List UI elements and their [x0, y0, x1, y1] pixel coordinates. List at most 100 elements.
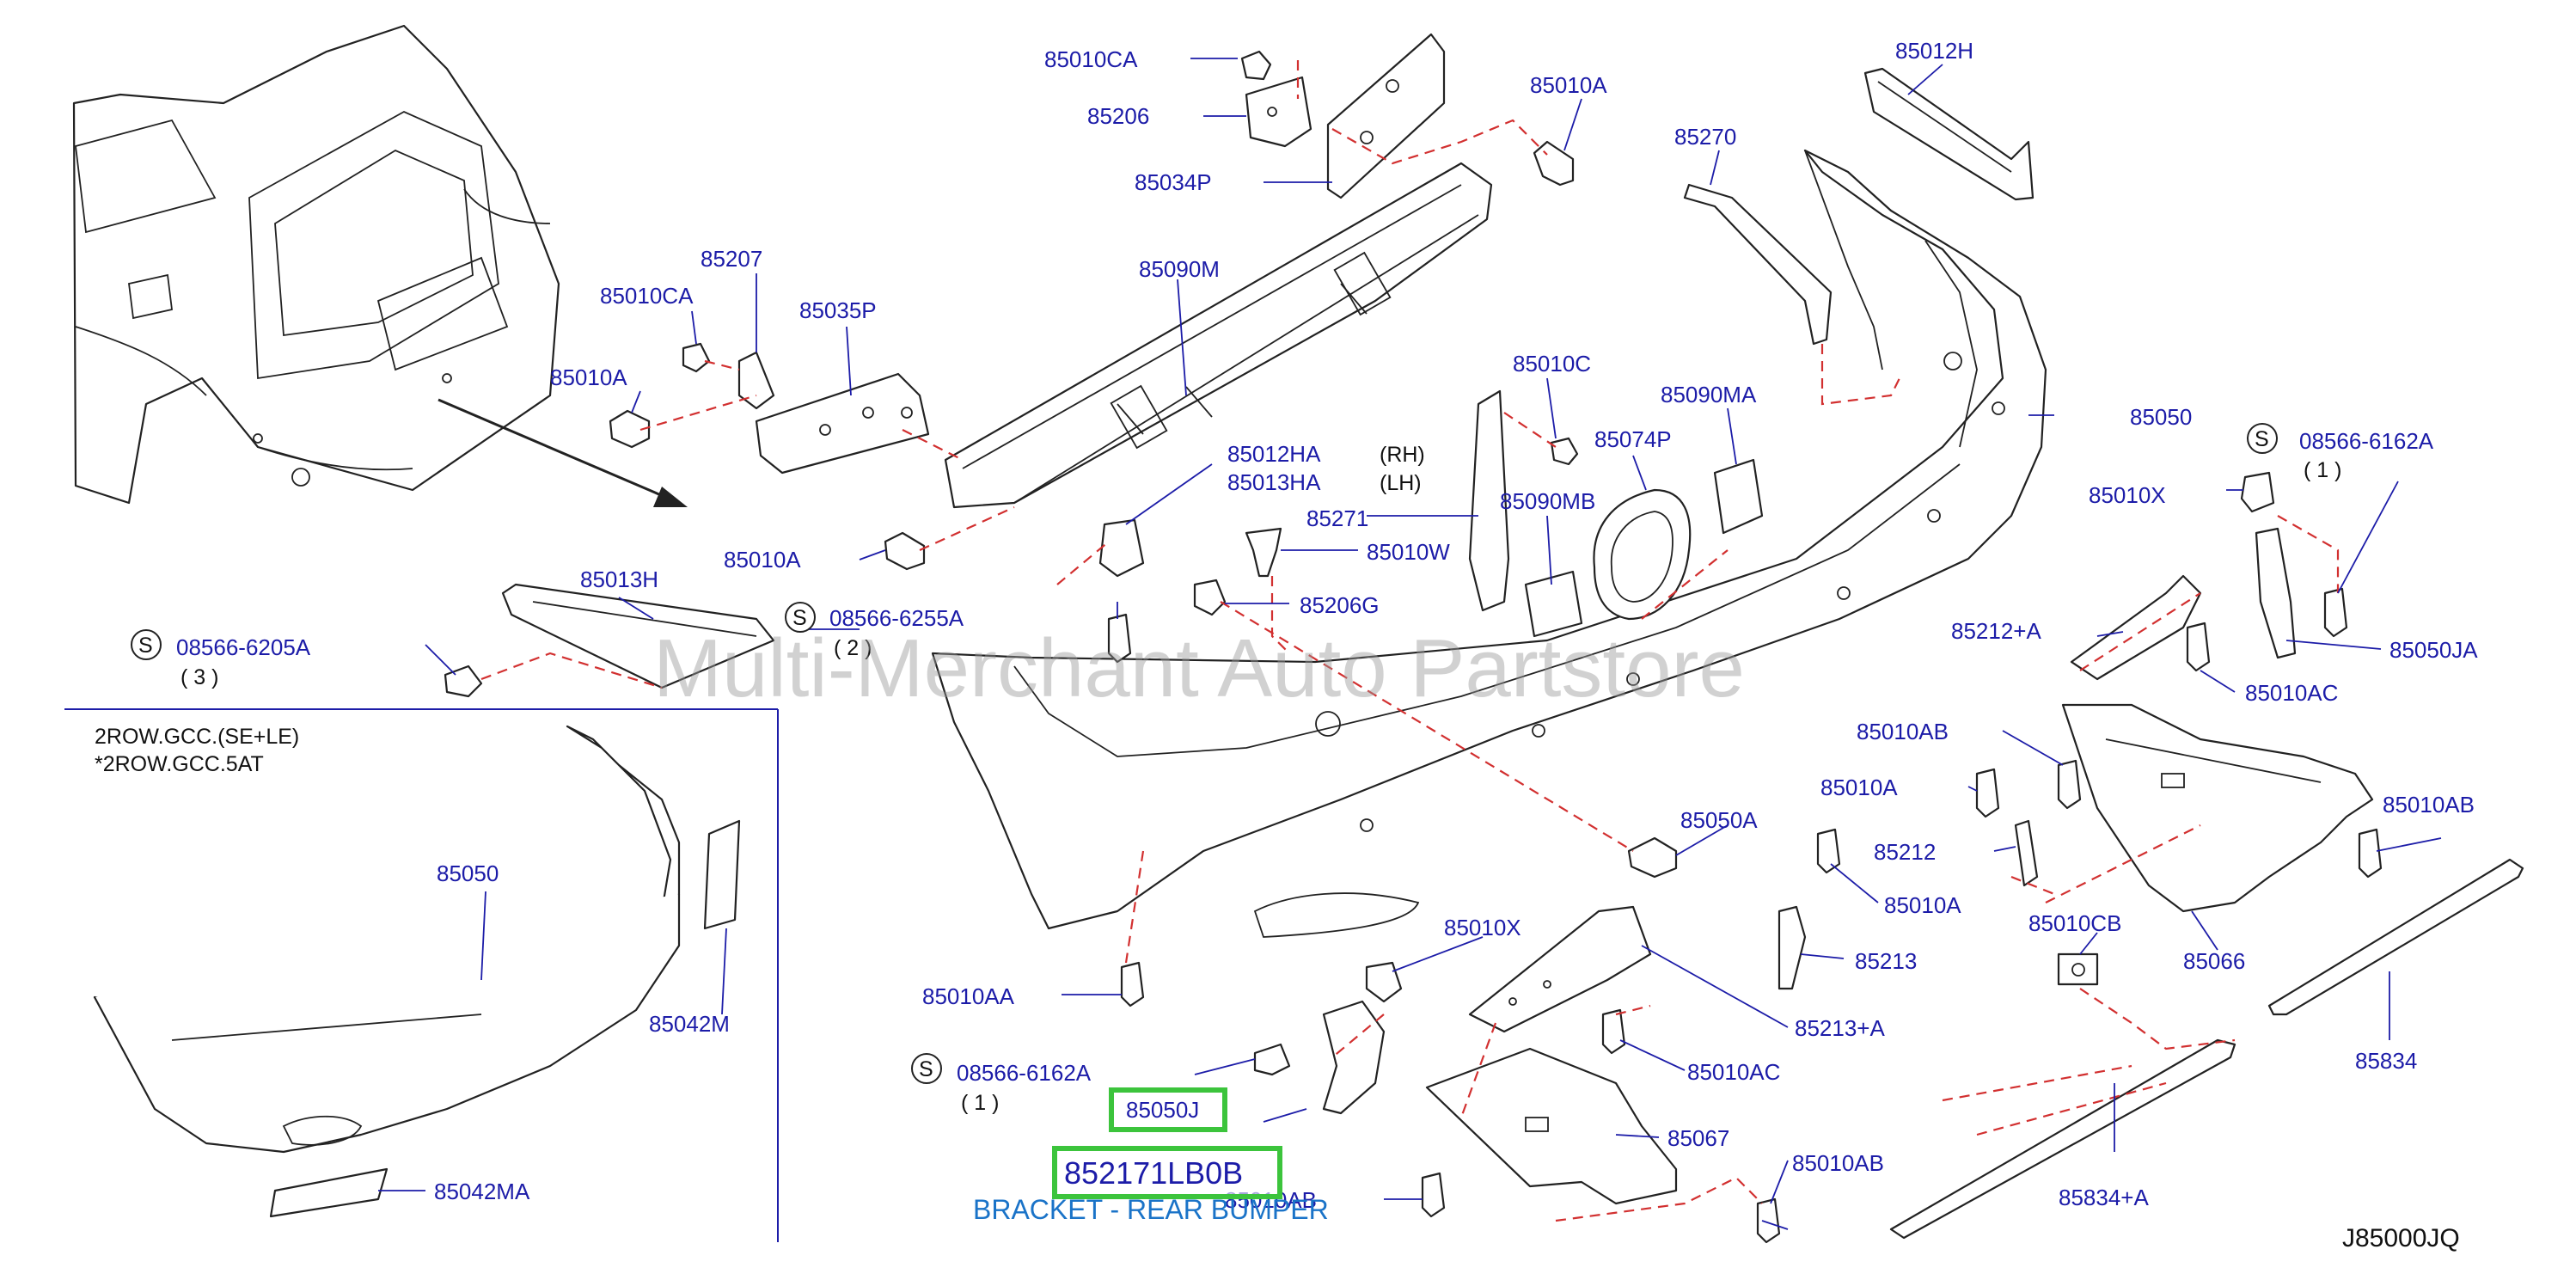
part-85010a-bolt-mid	[884, 531, 926, 571]
label-85042ma: 85042MA	[434, 1179, 530, 1204]
label-85050ja: 85050JA	[2389, 637, 2478, 663]
diagram-code: J85000JQ	[2342, 1224, 2460, 1252]
inset-variant-box: 2ROW.GCC.(SE+LE) *2ROW.GCC.5AT	[64, 708, 779, 1242]
label-85010aa: 85010AA	[922, 983, 1015, 1009]
part-85050a-bolt	[1627, 836, 1678, 879]
label-rh: (RH)	[1380, 443, 1425, 467]
part-85207-bracket	[737, 351, 775, 410]
part-85010ab-bolt-b2	[1756, 1197, 1781, 1244]
part-85034p-bracket	[1326, 33, 1446, 199]
part-85010ca-nut-top	[1240, 50, 1272, 81]
part-85074p-reflector	[1593, 488, 1692, 621]
vehicle-drawing	[72, 24, 560, 505]
label-85206: 85206	[1087, 103, 1149, 129]
highlight-box-85050j[interactable]	[1109, 1087, 1227, 1132]
label-85050-main: 85050	[2130, 404, 2192, 430]
part-85050-bumper-fascia	[931, 149, 2047, 938]
label-85010ca-top: 85010CA	[1044, 46, 1138, 72]
screw-symbols: S S S S	[131, 423, 2278, 1084]
highlighted-part[interactable]: 85010AB 85050J 852171LB0B BRACKET - REAR…	[973, 1087, 1329, 1225]
label-85010a-r2: 85010A	[1884, 892, 1961, 918]
label-85034p: 85034P	[1135, 169, 1212, 195]
label-08566-6162a-right-qty: ( 1 )	[2304, 458, 2341, 482]
label-85013ha: 85013HA	[1227, 469, 1321, 495]
inset-85042m-pad	[703, 819, 741, 930]
part-85206-bracket	[1245, 76, 1312, 148]
label-85010a-r: 85010A	[1820, 775, 1898, 800]
label-85207: 85207	[701, 246, 762, 272]
label-85206g: 85206G	[1300, 592, 1380, 618]
label-85066: 85066	[2183, 948, 2245, 974]
variant-note-2: *2ROW.GCC.5AT	[95, 752, 264, 776]
part-85066-undercover	[2061, 703, 2374, 913]
label-85090mb: 85090MB	[1500, 488, 1595, 514]
part-85012h-bracket	[1863, 67, 2034, 201]
part-labels: 85010CA 85206 85034P 85010A 85012H 85270…	[176, 38, 2478, 1210]
label-08566-6162a-right: 08566-6162A	[2299, 428, 2434, 454]
part-85090ma-pad	[1713, 458, 1764, 535]
part-screw-08566-6255a	[1107, 613, 1132, 664]
inset-85042ma-pad	[269, 1167, 389, 1218]
label-85270: 85270	[1674, 124, 1736, 150]
label-85042m: 85042M	[649, 1011, 730, 1037]
highlight-box-bg	[1055, 1148, 1280, 1197]
assembly-lines	[480, 60, 2340, 1222]
part-85010a-bolt-top	[1533, 140, 1575, 187]
part-85010ab-bolt-r2	[2358, 828, 2383, 879]
label-85010cb: 85010CB	[2028, 910, 2121, 936]
label-85012ha: 85012HA	[1227, 441, 1321, 467]
label-08566-6162a-mid: 08566-6162A	[957, 1060, 1092, 1086]
label-08566-6255a-qty: ( 2 )	[834, 636, 872, 660]
part-85090mb-pad	[1524, 570, 1583, 638]
label-85013h: 85013H	[580, 567, 658, 592]
part-85010ac-bolt-mid	[1601, 1008, 1626, 1055]
highlight-caption: BRACKET - REAR BUMPER	[973, 1194, 1329, 1225]
label-08566-6205a-qty: ( 3 )	[181, 665, 218, 689]
label-85010a-mid: 85010A	[724, 547, 801, 573]
part-85010c-nut	[1550, 437, 1579, 466]
label-lh: (LH)	[1380, 471, 1422, 495]
part-85067-undercover	[1425, 1047, 1678, 1205]
part-85010cb-nut	[2057, 952, 2099, 986]
label-08566-6255a: 08566-6255A	[829, 605, 964, 631]
label-85213: 85213	[1855, 948, 1917, 974]
part-85213-bracket	[1778, 905, 1807, 990]
label-85090ma: 85090MA	[1661, 382, 1757, 407]
part-85012ha-clip	[1098, 518, 1145, 578]
label-85212: 85212	[1874, 839, 1936, 865]
label-85067: 85067	[1667, 1125, 1729, 1151]
part-85213a-bracket	[1468, 905, 1652, 1033]
label-85010ca-left: 85010CA	[600, 283, 694, 309]
label-85010ac-mid: 85010AC	[1687, 1059, 1780, 1085]
part-85271-bracket	[1468, 389, 1510, 612]
part-85212-bracket	[2014, 819, 2039, 887]
label-85010c: 85010C	[1513, 351, 1591, 377]
label-85010a-left: 85010A	[550, 364, 627, 390]
part-85050ja-bracket	[2255, 527, 2297, 659]
label-85834: 85834	[2355, 1048, 2417, 1074]
label-85050a: 85050A	[1680, 807, 1758, 833]
part-85834-strip	[2267, 858, 2524, 1016]
part-85010aa-bolt	[1120, 961, 1145, 1007]
label-85050-inset: 85050	[437, 860, 499, 886]
variant-note-1: 2ROW.GCC.(SE+LE)	[95, 725, 299, 749]
part-85212a-bracket	[2070, 574, 2202, 681]
label-85010ab-b: 85010AB	[1792, 1150, 1884, 1176]
highlight-box-part-number[interactable]	[1052, 1146, 1282, 1199]
part-85010a-bolt-r2	[1816, 828, 1841, 874]
label-85010a-top: 85010A	[1530, 72, 1607, 98]
label-85010ab-r2: 85010AB	[2383, 792, 2475, 818]
part-85050j-bracket	[1322, 1000, 1386, 1115]
part-85010x-clip-mid	[1365, 961, 1403, 1003]
label-85010w: 85010W	[1367, 539, 1450, 565]
screw-mark-right: S	[2255, 427, 2269, 451]
highlight-part-number[interactable]: 852171LB0B	[1064, 1155, 1243, 1191]
highlight-part-label[interactable]: 85050J	[1126, 1097, 1199, 1123]
part-85010a-bolt-left	[609, 409, 651, 449]
label-85012h: 85012H	[1895, 38, 1973, 64]
label-85834a: 85834+A	[2059, 1185, 2149, 1210]
label-85010x-right: 85010X	[2089, 482, 2166, 508]
label-85035p: 85035P	[799, 297, 877, 323]
